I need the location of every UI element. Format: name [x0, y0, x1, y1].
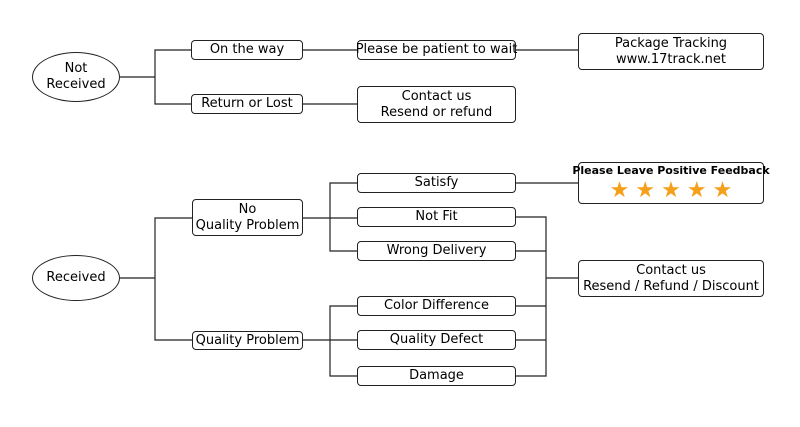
package-tracking-node: Package Tracking www.17track.net — [578, 33, 764, 70]
star-icon: ★ — [635, 178, 656, 203]
not-received-node: Not Received — [32, 52, 120, 102]
wrong-delivery-label: Wrong Delivery — [386, 243, 487, 258]
on-the-way-label: On the way — [209, 42, 285, 57]
received-node: Received — [32, 255, 120, 301]
received-label: Received — [46, 270, 106, 285]
no-quality-problem-line-1: No — [238, 201, 257, 217]
on-the-way-node: On the way — [191, 40, 303, 60]
package-tracking-line-1: Package Tracking — [614, 35, 728, 51]
contact-resend-line-1: Contact us — [401, 88, 472, 104]
not-fit-label: Not Fit — [415, 209, 458, 224]
positive-feedback-label: Please Leave Positive Feedback — [572, 164, 770, 177]
satisfy-label: Satisfy — [414, 175, 459, 190]
color-difference-node: Color Difference — [357, 296, 516, 316]
contact-resolution-node: Contact us Resend / Refund / Discount — [578, 260, 764, 297]
positive-feedback-node: Please Leave Positive Feedback ★★★★★ — [572, 162, 770, 204]
star-icon: ★ — [686, 178, 707, 203]
damage-node: Damage — [357, 366, 516, 386]
quality-defect-node: Quality Defect — [357, 330, 516, 350]
star-icon: ★ — [661, 178, 681, 203]
contact-resend-node: Contact us Resend or refund — [357, 86, 516, 123]
return-or-lost-label: Return or Lost — [201, 96, 293, 111]
contact-resolution-line-2: Resend / Refund / Discount — [583, 278, 759, 294]
no-quality-problem-line-2: Quality Problem — [195, 217, 300, 233]
quality-defect-label: Quality Defect — [389, 332, 484, 347]
not-received-line-2: Received — [46, 77, 106, 92]
star-icon: ★ — [712, 178, 733, 203]
quality-problem-node: Quality Problem — [192, 331, 303, 350]
satisfy-node: Satisfy — [357, 173, 516, 193]
feedback-stars: ★★★★★ — [610, 180, 733, 202]
no-quality-problem-node: No Quality Problem — [192, 199, 303, 236]
damage-label: Damage — [409, 368, 464, 383]
be-patient-node: Please be patient to wait — [355, 40, 518, 60]
contact-resend-line-2: Resend or refund — [380, 104, 493, 120]
be-patient-label: Please be patient to wait — [355, 42, 518, 57]
contact-resolution-line-1: Contact us — [636, 262, 706, 278]
quality-problem-label: Quality Problem — [195, 332, 300, 348]
color-difference-label: Color Difference — [383, 298, 490, 313]
wrong-delivery-node: Wrong Delivery — [357, 241, 516, 261]
star-icon: ★ — [609, 178, 630, 203]
package-tracking-line-2: www.17track.net — [616, 51, 726, 67]
not-received-line-1: Not — [64, 61, 88, 76]
return-or-lost-node: Return or Lost — [191, 94, 303, 114]
not-fit-node: Not Fit — [357, 207, 516, 227]
